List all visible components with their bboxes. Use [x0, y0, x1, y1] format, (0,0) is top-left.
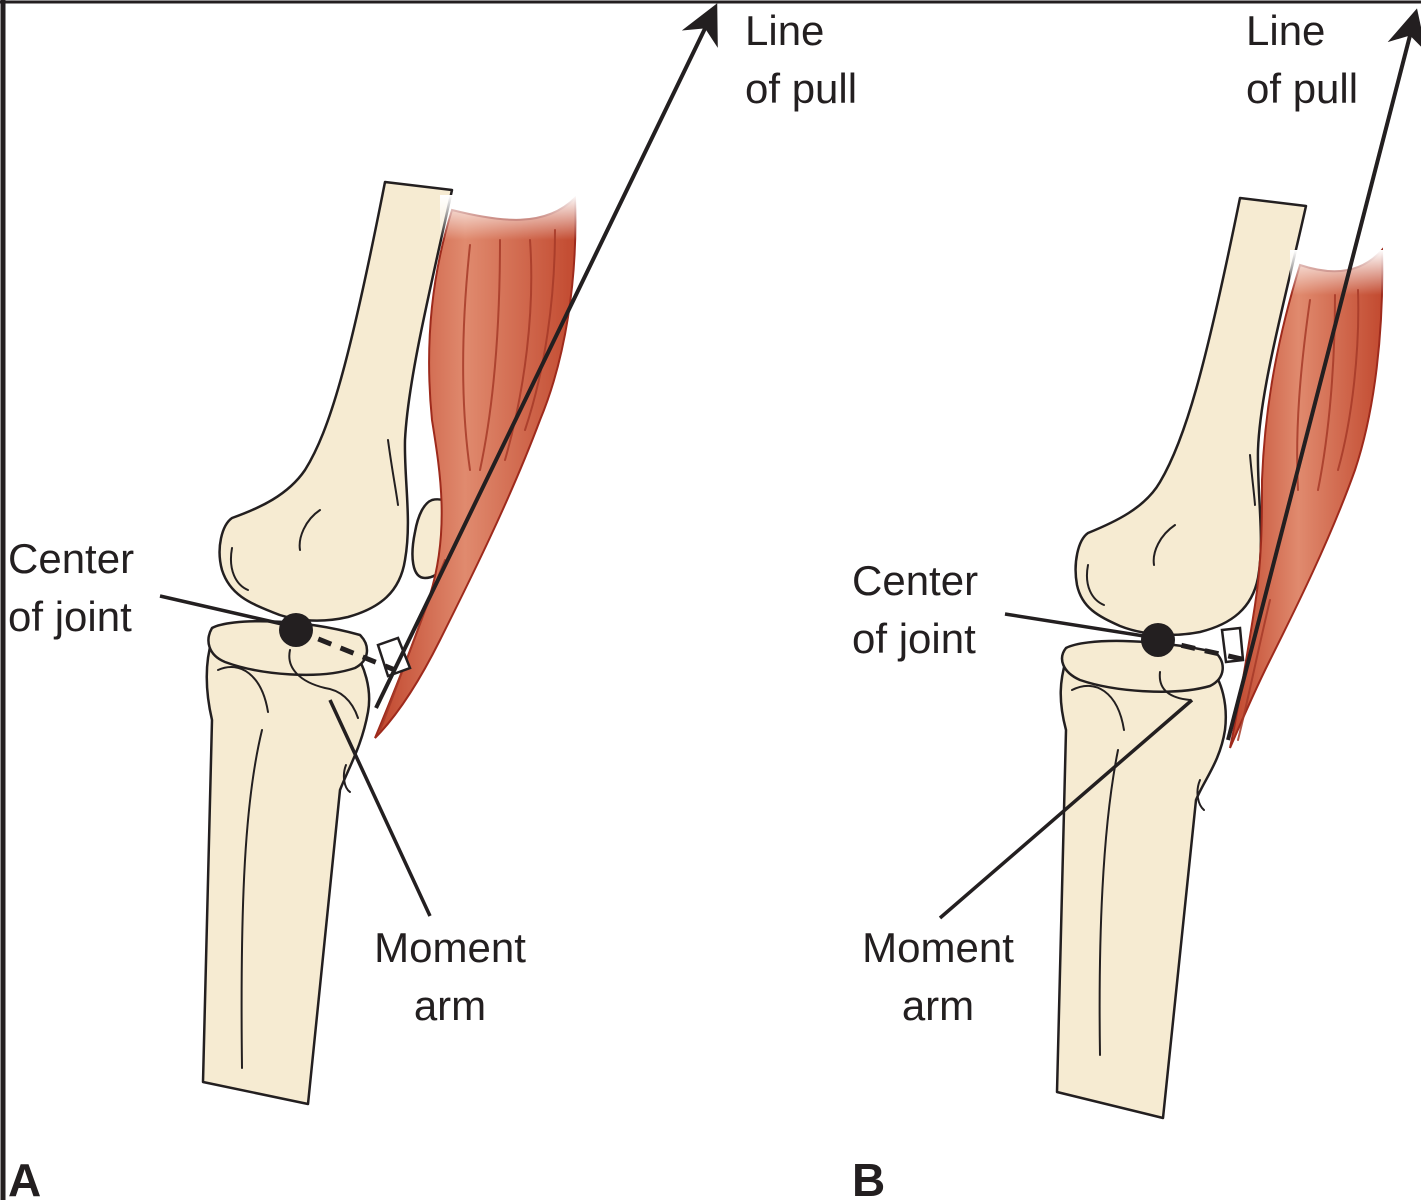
panel-b-right-angle-box [1220, 626, 1245, 664]
panel-b-tibia-detail [1071, 671, 1205, 1056]
panel-a-moment-leader [328, 699, 432, 917]
panel-a-center-of-joint-dot [279, 613, 313, 647]
panel-b-line-of-pull-arrow [1226, 8, 1421, 741]
panel-b-moment-arm-dash [1157, 637, 1247, 663]
panel-a-letter: A [8, 1154, 41, 1200]
panel-b-femur-detail [1086, 454, 1256, 606]
panel-b-moment-leader [938, 698, 1194, 920]
panel-b-femur [1074, 196, 1308, 637]
panel-b-tibial-plateau [1060, 639, 1224, 693]
panel-a-femur-detail [230, 439, 399, 591]
panel-b-letter: B [852, 1154, 885, 1200]
panel-b-tibia [1055, 651, 1227, 1120]
panel-a-line-of-pull-arrow [374, 3, 718, 709]
panel-a-tibia [201, 631, 371, 1106]
panel-a-muscle-fade [440, 195, 580, 240]
panel-a-muscle-fibers [379, 229, 556, 731]
panel-a-moment-arm-dash [295, 627, 396, 673]
panel-b-center-leader [1004, 612, 1145, 638]
panel-b-muscle-fibers [1237, 289, 1360, 741]
panel-a-femur [218, 180, 454, 622]
panel-b-quadriceps-muscle [1229, 247, 1384, 749]
panel-a-tibia-detail [217, 649, 359, 1069]
panel-b-muscle-fade [1290, 250, 1390, 295]
panel-b-center-of-joint-dot [1141, 623, 1175, 657]
panel-a-center-leader [159, 594, 283, 626]
panel-a-quadriceps-muscle [374, 195, 577, 739]
